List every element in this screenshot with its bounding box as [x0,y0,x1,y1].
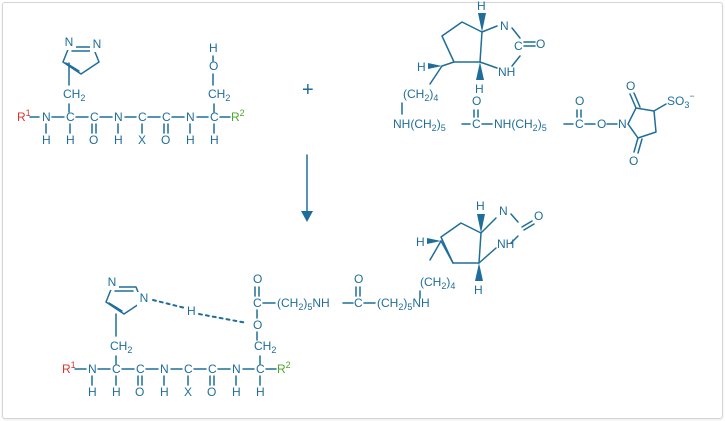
atom-N: N [65,35,74,49]
atom-H: H [186,133,195,147]
atom-H: H [88,385,97,399]
atom-X: X [184,385,192,399]
group-CH2-4: (CH2)4 [420,275,455,291]
atom-N: N [140,291,149,305]
group-CH2: CH2 [63,87,85,103]
group-chain-1: (CH2)5NH [277,296,330,312]
atom-C: C [112,362,121,376]
atom-H: H [66,133,75,147]
atom-C: C [136,362,145,376]
R1-label: R1 [17,108,31,124]
atom-N: N [108,275,117,289]
atom-H: H [474,283,483,297]
atom-C: C [354,296,363,310]
group-CH2-4: (CH2)4 [403,87,438,103]
atom-H: H [417,60,426,74]
atom-H: H [232,385,241,399]
atom-H: H [42,133,51,147]
atom-H: H [416,235,425,249]
group-CH2: CH2 [254,339,276,355]
reaction-arrow [301,154,313,222]
atom-H: H [114,133,123,147]
atom-C: C [256,362,265,376]
group-chain-2: NH(CH2)5 [494,117,547,133]
atom-C: C [472,117,481,131]
atom-O: O [597,117,606,131]
atom-C: C [138,110,147,124]
group-chain-1: NH(CH2)5 [393,117,446,133]
atom-H: H [476,199,485,213]
atom-C: C [162,110,171,124]
atom-H: H [209,41,218,55]
atom-C: C [575,117,584,131]
atom-O: O [575,94,584,108]
R2-label: R2 [277,360,291,376]
atom-O-ester: O [253,318,262,332]
atom-H: H [210,133,219,147]
atom-N: N [93,37,102,51]
atom-N: N [88,362,97,376]
atom-C: C [208,362,217,376]
plus-sign: + [302,79,314,101]
atom-C: C [210,110,219,124]
atom-O: O [207,385,216,399]
atom-N: N [232,362,241,376]
atom-H: H [160,385,169,399]
group-CH2: CH2 [208,87,230,103]
atom-NH: NH [497,237,514,251]
atom-O: O [534,209,543,223]
product-linker: C O (CH2)5NH C O (CH2)5NH O [253,272,430,341]
biotin-reagent: N NH O C H H H (CH2)4 NH(CH2)5 C O NH(CH… [393,0,695,168]
group-SO3: SO3− [667,91,695,110]
atom-O: O [626,79,635,93]
peptide-reactant: N N CH2 R1 N H C H C O N H C X C O [17,35,245,147]
atom-C: C [253,296,262,310]
atom-N: N [186,110,195,124]
atom-O: O [89,133,98,147]
atom-O: O [354,272,363,286]
atom-H: H [256,385,265,399]
R1-label: R1 [62,360,76,376]
atom-N: N [618,117,627,131]
group-CH2: CH2 [110,339,132,355]
atom-N: N [42,110,51,124]
hydrogen-bond: H [152,299,248,324]
atom-N: N [160,362,169,376]
atom-O: O [135,385,144,399]
group-chain-2: (CH2)5NH [377,296,430,312]
atom-N: N [500,19,509,33]
atom-X: X [138,133,146,147]
atom-H: H [477,0,486,13]
atom-O: O [536,37,545,51]
atom-C: C [90,110,99,124]
atom-H: H [475,82,484,96]
biotin-product-top: N NH O H H H (CH2)4 [416,199,543,299]
R2-label: R2 [231,108,245,124]
atom-C: C [514,39,523,53]
atom-O: O [209,59,218,73]
imidazole-ring-top: N N [62,35,104,75]
atom-N: N [499,204,508,218]
peptide-product: N N CH2 R1 N H C H C O N H C X C O N [62,275,291,399]
atom-O: O [253,272,262,286]
atom-O: O [629,154,638,168]
atom-C: C [184,362,193,376]
atom-C: C [66,110,75,124]
atom-N: N [114,110,123,124]
atom-O: O [161,133,170,147]
atom-H: H [112,385,121,399]
atom-H: H [187,304,196,318]
atom-O: O [472,94,481,108]
atom-NH: NH [498,65,515,79]
